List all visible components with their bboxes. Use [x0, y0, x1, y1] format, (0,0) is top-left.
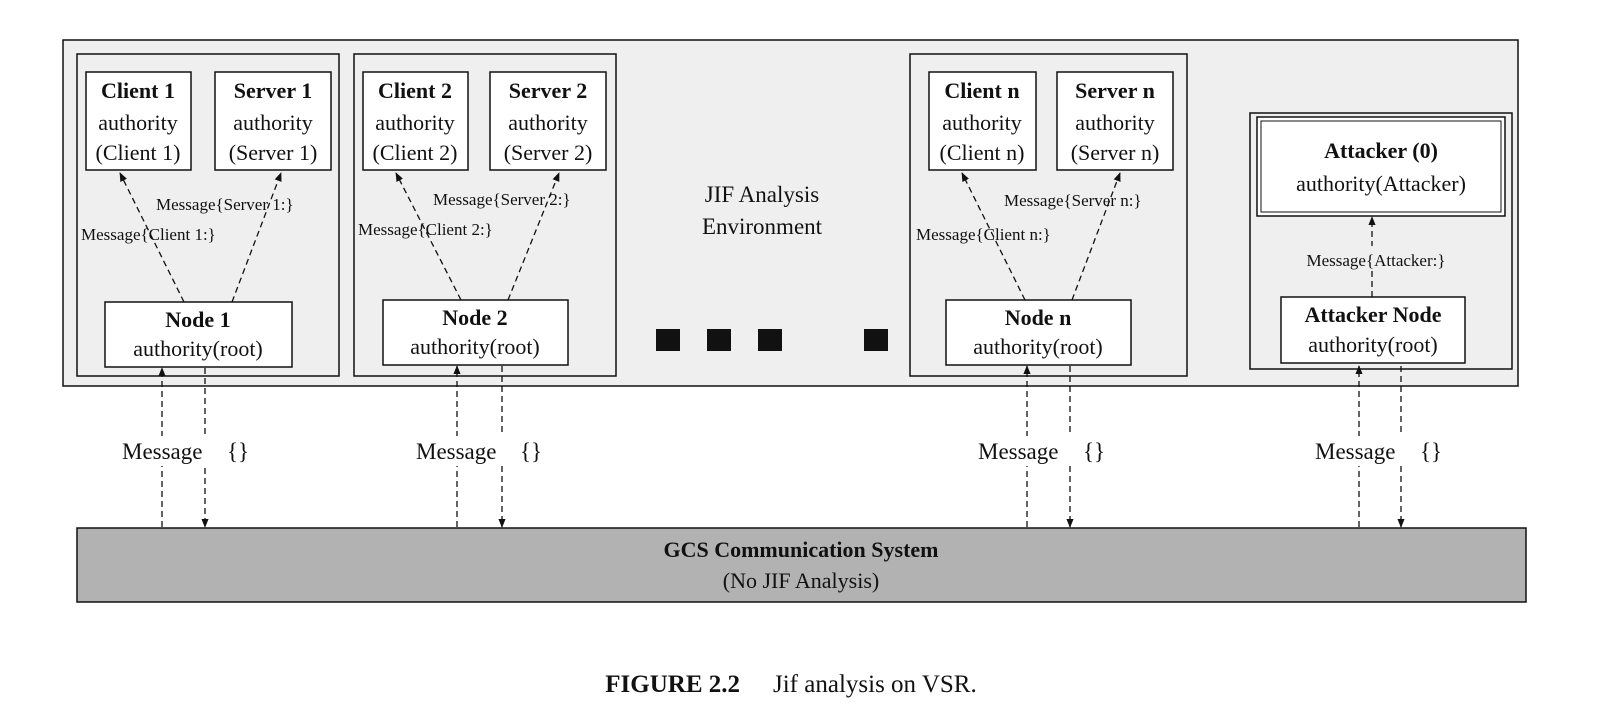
node1-server-title: Server 1	[234, 78, 312, 103]
noden-server-title: Server n	[1075, 78, 1155, 103]
node1-client-arrow	[119, 172, 185, 303]
attacker-title: Attacker (0)	[1324, 138, 1438, 163]
noden-msg-client: Message{Client n:}	[916, 225, 1051, 244]
noden-box	[945, 299, 1132, 366]
noden-client-box	[928, 71, 1037, 171]
node1-server-line2: authority	[233, 110, 312, 135]
link-attacker-msg: Message	[1315, 439, 1395, 464]
node1-server-arrow	[231, 172, 282, 303]
noden-client-line3: (Client n)	[940, 140, 1025, 165]
node2-authority: authority(root)	[410, 334, 540, 359]
node1-msg-client: Message{Client 1:}	[81, 225, 216, 244]
node1-client-line2: authority	[98, 110, 177, 135]
link-node1-msg: Message	[122, 439, 202, 464]
node2-server-arrow	[507, 172, 560, 301]
attacker-authority: authority(Attacker)	[1296, 171, 1466, 196]
node1-title: Node 1	[165, 307, 230, 332]
node2-client-line3: (Client 2)	[373, 140, 458, 165]
attacker-node-box	[1280, 296, 1466, 364]
attacker-box	[1256, 116, 1506, 217]
node1-group: Client 1 authority (Client 1) Server 1 a…	[76, 53, 340, 377]
noden-server-arrow	[1071, 172, 1121, 301]
node2-client-title: Client 2	[378, 78, 452, 103]
node2-group: Client 2 authority (Client 2) Server 2 a…	[353, 53, 617, 377]
gcs-box	[76, 527, 1527, 603]
environment-label-line2: Environment	[702, 214, 823, 239]
figure-caption-text: Jif analysis on VSR.	[773, 671, 977, 698]
figure-caption-label: FIGURE 2.2	[605, 671, 740, 698]
noden-server-line2: authority	[1075, 110, 1154, 135]
node2-client-box	[362, 71, 469, 171]
gcs-title: GCS Communication System	[663, 537, 938, 562]
node1-authority: authority(root)	[133, 336, 263, 361]
attacker-node-authority: authority(root)	[1308, 332, 1438, 357]
node2-server-title: Server 2	[509, 78, 587, 103]
link-node2-msg: Message	[416, 439, 496, 464]
link-node1-braces: {}	[227, 439, 249, 464]
attacker-msg: Message{Attacker:}	[1306, 251, 1445, 270]
noden-msg-server: Message{Server n:}	[1004, 191, 1142, 210]
link-node2-braces: {}	[520, 439, 542, 464]
link-noden-braces: {}	[1083, 439, 1105, 464]
noden-group: Client n authority (Client n) Server n a…	[909, 53, 1188, 377]
link-attacker: Message {}	[1311, 365, 1443, 528]
attacker-group: Attacker (0) authority(Attacker) Message…	[1249, 112, 1513, 370]
noden-authority: authority(root)	[973, 334, 1103, 359]
noden-server-line3: (Server n)	[1071, 140, 1160, 165]
node2-title: Node 2	[442, 305, 507, 330]
node1-client-title: Client 1	[101, 78, 175, 103]
node2-server-box	[489, 71, 607, 171]
node1-box	[104, 301, 293, 368]
node1-server-line3: (Server 1)	[229, 140, 318, 165]
node2-server-line2: authority	[508, 110, 587, 135]
link-noden: Message {}	[974, 365, 1106, 528]
link-noden-msg: Message	[978, 439, 1058, 464]
node1-server-box	[214, 71, 332, 171]
environment-label-line1: JIF Analysis	[705, 182, 819, 207]
node2-client-arrow	[395, 172, 462, 301]
link-node1: Message {}	[118, 367, 250, 528]
node2-msg-server: Message{Server 2:}	[433, 190, 571, 209]
noden-client-title: Client n	[944, 78, 1019, 103]
noden-client-arrow	[961, 172, 1026, 301]
node2-client-line2: authority	[375, 110, 454, 135]
noden-server-box	[1056, 71, 1174, 171]
ellipsis-squares	[656, 329, 888, 351]
attacker-node-title: Attacker Node	[1304, 302, 1441, 327]
node2-msg-client: Message{Client 2:}	[358, 220, 493, 239]
node2-box	[382, 299, 569, 366]
noden-client-line2: authority	[942, 110, 1021, 135]
node1-msg-server: Message{Server 1:}	[156, 195, 294, 214]
link-node2: Message {}	[412, 365, 544, 528]
gcs-subtitle: (No JIF Analysis)	[723, 568, 879, 593]
node1-client-box	[85, 71, 192, 171]
node1-client-line3: (Client 1)	[96, 140, 181, 165]
link-attacker-braces: {}	[1420, 439, 1442, 464]
noden-title: Node n	[1005, 305, 1072, 330]
node2-server-line3: (Server 2)	[504, 140, 593, 165]
